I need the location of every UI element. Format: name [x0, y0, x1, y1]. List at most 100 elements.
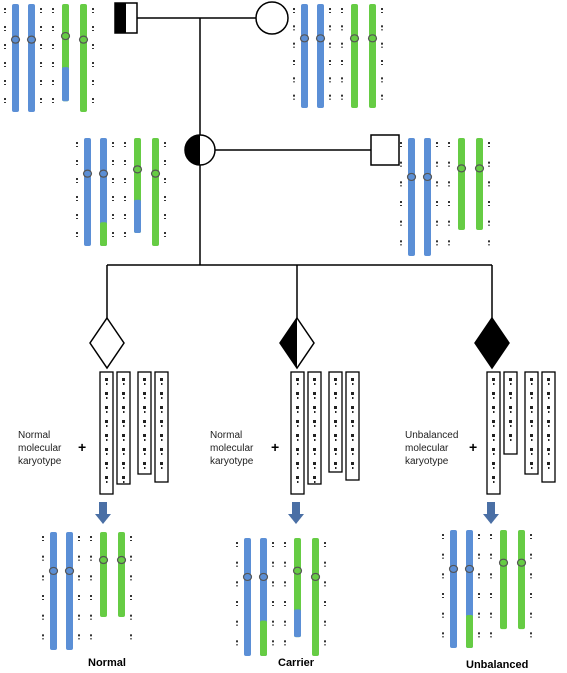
svg-text:karyotype: karyotype — [210, 456, 254, 467]
chromosome-green — [132, 138, 143, 234]
sequence-ticks — [92, 8, 94, 103]
sequence-ticks — [488, 142, 490, 246]
sequence-ticks — [130, 536, 132, 640]
sequence-ticks — [530, 534, 532, 638]
chromosome-green — [474, 138, 485, 231]
svg-text:+: + — [271, 439, 279, 455]
svg-text:Normal: Normal — [18, 430, 50, 441]
sequence-ticks — [40, 8, 42, 103]
chromosome-set — [42, 532, 132, 650]
chromosome-green — [456, 138, 467, 231]
chromosome-green — [310, 538, 321, 656]
grandmother-symbol — [255, 1, 289, 35]
sequence-ticks — [284, 542, 286, 646]
arrow-normal — [95, 502, 111, 524]
sequence-ticks — [490, 534, 492, 638]
chromosome-set — [76, 138, 166, 246]
chromosome-blue — [315, 4, 326, 108]
sequence-ticks — [442, 534, 444, 638]
sequence-ticks — [124, 142, 126, 237]
fetus-carrier-symbol — [279, 316, 315, 370]
chromosome-green — [116, 532, 127, 617]
probe-box — [486, 371, 501, 495]
probe-box — [290, 371, 305, 495]
chromosome-blue — [26, 4, 37, 112]
chromosome-green — [367, 4, 378, 108]
chromosome-green — [98, 532, 109, 617]
probe-panel — [99, 371, 169, 495]
svg-text:Normal: Normal — [210, 430, 242, 441]
sequence-ticks — [78, 536, 80, 640]
karyotype-label-2: Normal molecular karyotype + — [210, 430, 279, 467]
svg-text:karyotype: karyotype — [405, 456, 449, 467]
chromosome-blue — [406, 138, 417, 256]
chromosome-blue — [448, 530, 459, 648]
chromosome-blue — [82, 138, 93, 246]
chromosome-pairs — [4, 4, 532, 656]
sequence-ticks — [329, 8, 331, 100]
sequence-ticks — [324, 542, 326, 646]
chromosome-set — [4, 4, 94, 112]
sequence-ticks — [272, 542, 274, 646]
chromosome-green — [78, 4, 89, 112]
chromosome-green — [516, 530, 527, 630]
father-symbol — [370, 134, 400, 166]
chromosome-set — [236, 538, 326, 656]
probe-panels — [99, 371, 556, 495]
svg-text:+: + — [78, 439, 86, 455]
sequence-ticks — [400, 142, 402, 246]
caption-normal: Normal — [88, 657, 126, 669]
sequence-ticks — [448, 142, 450, 246]
pedigree-lines — [106, 17, 493, 318]
chromosome-blue — [464, 530, 475, 648]
probe-panel — [290, 371, 360, 495]
sequence-ticks — [341, 8, 343, 100]
sequence-ticks — [293, 8, 295, 100]
svg-text:molecular: molecular — [18, 443, 62, 454]
svg-text:karyotype: karyotype — [18, 456, 62, 467]
sequence-ticks — [164, 142, 166, 237]
karyotype-label-1: Normal molecular karyotype + — [18, 430, 86, 467]
probe-panel — [486, 371, 556, 495]
chromosome-set — [400, 138, 490, 256]
chromosome-green — [498, 530, 509, 630]
chromosome-blue — [242, 538, 253, 656]
chromosome-set — [442, 530, 532, 648]
probe-box — [307, 371, 322, 485]
chromosome-blue — [48, 532, 59, 650]
chromosome-blue — [10, 4, 21, 112]
grandfather-symbol — [114, 2, 138, 34]
sequence-ticks — [236, 542, 238, 646]
arrow-unbalanced — [483, 502, 499, 524]
sequence-ticks — [42, 536, 44, 640]
sequence-ticks — [381, 8, 383, 100]
fetus-unbalanced-symbol — [474, 316, 510, 370]
chromosome-green — [349, 4, 360, 108]
arrow-carrier — [288, 502, 304, 524]
sequence-ticks — [436, 142, 438, 246]
svg-text:Unbalanced: Unbalanced — [405, 430, 458, 441]
chromosome-blue — [258, 538, 269, 656]
chromosome-green — [292, 538, 303, 638]
sequence-ticks — [90, 536, 92, 640]
chromosome-green — [150, 138, 161, 246]
svg-text:+: + — [469, 439, 477, 455]
caption-unbalanced: Unbalanced — [466, 659, 528, 671]
chromosome-blue — [422, 138, 433, 256]
chromosome-blue — [64, 532, 75, 650]
sequence-ticks — [76, 142, 78, 237]
probe-box — [116, 371, 131, 485]
sequence-ticks — [478, 534, 480, 638]
svg-text:molecular: molecular — [210, 443, 254, 454]
sequence-ticks — [52, 8, 54, 103]
sequence-ticks — [4, 8, 6, 103]
chromosome-blue — [98, 138, 109, 246]
caption-carrier: Carrier — [278, 657, 315, 669]
sequence-ticks — [112, 142, 114, 237]
arrows — [95, 502, 499, 524]
probe-box — [99, 371, 114, 495]
fetus-normal-symbol — [89, 316, 125, 370]
chromosome-set — [293, 4, 383, 108]
chromosome-green — [60, 4, 71, 102]
